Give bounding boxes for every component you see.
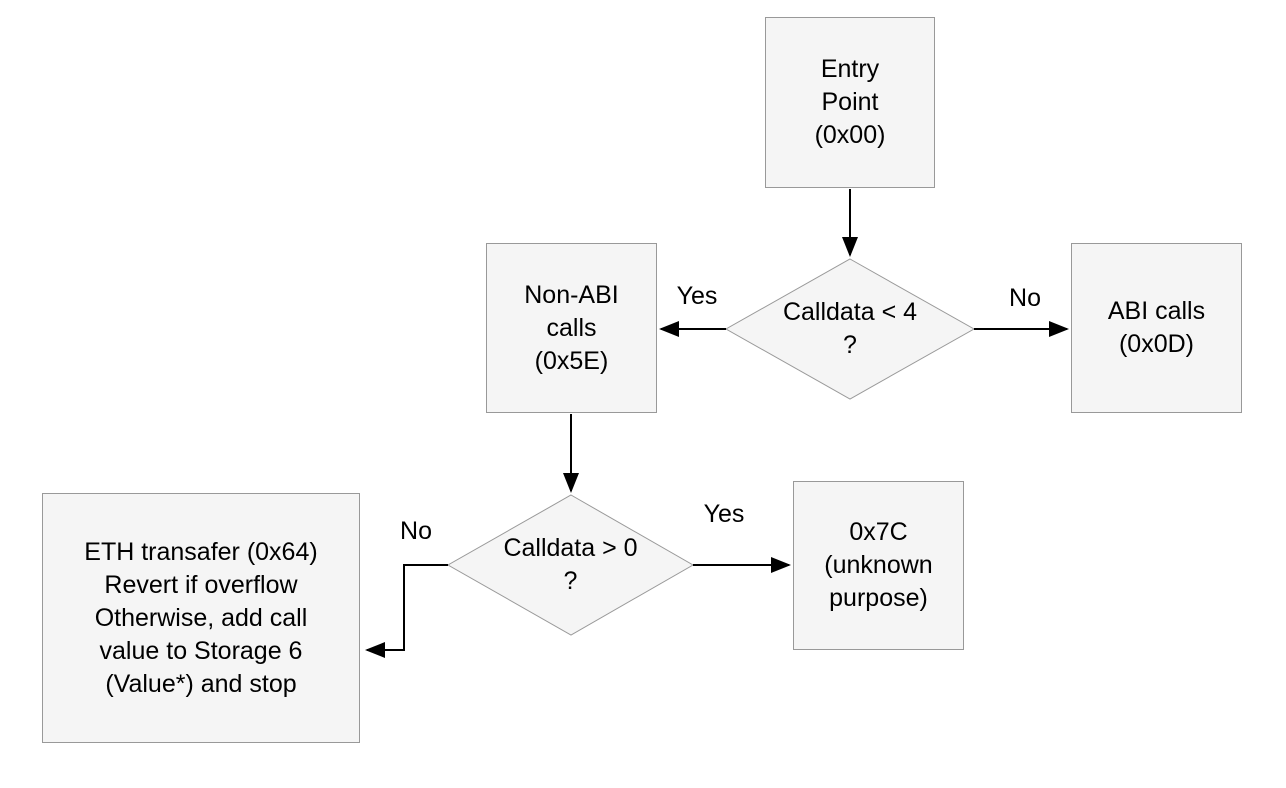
node-non-abi-calls-label: Non-ABI calls (0x5E)	[524, 280, 619, 375]
node-eth-transfer-label: ETH transafer (0x64) Revert if overflow …	[84, 537, 318, 698]
decision-calldata-gt-0-label: Calldata > 0 ?	[503, 534, 638, 595]
decision-calldata-gt-0: Calldata > 0 ?	[448, 495, 693, 635]
edge-label-lt4-no: No	[995, 283, 1055, 313]
decision-calldata-lt-4: Calldata < 4 ?	[726, 259, 974, 399]
decision-calldata-lt-4-label: Calldata < 4 ?	[782, 298, 918, 359]
node-unknown-7c: 0x7C (unknown purpose)	[793, 481, 964, 650]
node-abi-calls: ABI calls (0x0D)	[1071, 243, 1242, 413]
connector-gt0-no-to-eth	[365, 564, 448, 658]
node-abi-calls-label: ABI calls (0x0D)	[1107, 297, 1206, 358]
node-non-abi-calls: Non-ABI calls (0x5E)	[486, 243, 657, 413]
decision-calldata-lt-4-shape	[724, 258, 976, 400]
decision-calldata-gt-0-shape	[446, 494, 695, 636]
node-entry-point-label: Entry Point (0x00)	[814, 55, 886, 149]
node-entry-point: Entry Point (0x00)	[765, 17, 935, 188]
node-unknown-7c-label: 0x7C (unknown purpose)	[824, 518, 933, 612]
node-eth-transfer: ETH transafer (0x64) Revert if overflow …	[42, 493, 360, 743]
edge-label-lt4-yes: Yes	[667, 281, 727, 311]
edge-label-gt0-no: No	[386, 516, 446, 546]
edge-label-gt0-yes: Yes	[694, 499, 754, 529]
